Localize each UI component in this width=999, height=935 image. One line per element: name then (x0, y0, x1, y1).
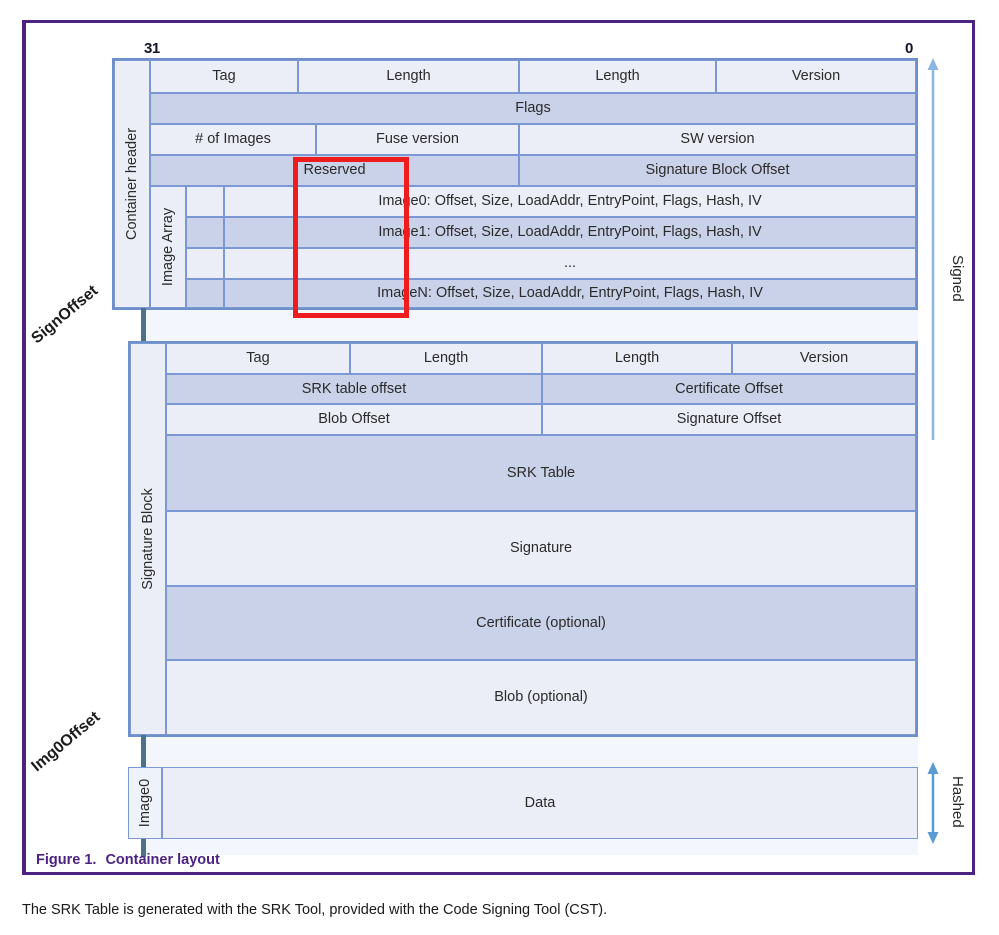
img0-offset-connector (141, 735, 146, 769)
sig-cell-tag: Tag (166, 343, 350, 374)
header-cell-tag: Tag (150, 60, 298, 93)
header-cell-signature-block-offset: Signature Block Offset (519, 155, 916, 186)
header-cell-sw-version: SW version (519, 124, 916, 155)
header-cell-num-images: # of Images (150, 124, 316, 155)
sig-cell-signature: Signature (166, 511, 916, 586)
image-array-side-label: Image Array (150, 186, 186, 308)
sig-cell-signature-offset: Signature Offset (542, 404, 916, 435)
image0-cell-data: Data (162, 767, 918, 839)
signature-block-side-label: Signature Block (130, 343, 166, 735)
header-cell-length-1: Length (298, 60, 519, 93)
signed-span-arrow (926, 58, 940, 440)
figure-caption-number: Figure 1. (36, 852, 97, 868)
sig-cell-srk-table-offset: SRK table offset (166, 374, 542, 404)
signed-span-label: Signed (949, 255, 966, 302)
hashed-span-label: Hashed (949, 776, 966, 828)
sign-offset-label: SignOffset (28, 282, 102, 348)
figure-caption: Figure 1. Container layout (36, 852, 220, 868)
header-cell-version: Version (716, 60, 916, 93)
sign-offset-connector (141, 308, 146, 342)
body-paragraph: The SRK Table is generated with the SRK … (22, 902, 608, 918)
image-array-gutter-1 (186, 217, 224, 248)
bit-label-lsb: 0 (905, 40, 913, 57)
figure-caption-title: Container layout (105, 852, 220, 868)
sig-cell-blob-offset: Blob Offset (166, 404, 542, 435)
header-cell-flags: Flags (150, 93, 916, 124)
sig-cell-certificate-offset: Certificate Offset (542, 374, 916, 404)
gap-band-bottom (143, 839, 918, 855)
header-cell-reserved: Reserved (150, 155, 519, 186)
sig-cell-blob: Blob (optional) (166, 660, 916, 735)
sig-cell-length-1: Length (350, 343, 542, 374)
image-array-row-0: Image0: Offset, Size, LoadAddr, EntryPoi… (224, 186, 916, 217)
gap-band-signature (143, 310, 918, 341)
image-array-gutter-3 (186, 279, 224, 308)
image-array-gutter-2 (186, 248, 224, 279)
bottom-connector (141, 839, 146, 857)
sig-cell-length-2: Length (542, 343, 732, 374)
image-array-row-n: ImageN: Offset, Size, LoadAddr, EntryPoi… (224, 279, 916, 308)
hashed-span-arrow (926, 762, 940, 844)
image-array-row-ellipsis: ... (224, 248, 916, 279)
sig-cell-certificate: Certificate (optional) (166, 586, 916, 660)
header-cell-fuse-version: Fuse version (316, 124, 519, 155)
img0-offset-label: Img0Offset (28, 708, 104, 776)
gap-band-image0 (143, 737, 918, 767)
sig-cell-version: Version (732, 343, 916, 374)
image0-side-label: Image0 (128, 767, 162, 839)
container-layout-diagram: 31 0 Container header Tag Length Length … (28, 40, 966, 857)
header-cell-length-2: Length (519, 60, 716, 93)
image-array-row-1: Image1: Offset, Size, LoadAddr, EntryPoi… (224, 217, 916, 248)
sig-cell-srk-table: SRK Table (166, 435, 916, 511)
bit-label-msb: 31 (144, 40, 160, 57)
image-array-gutter-0 (186, 186, 224, 217)
container-header-side-label: Container header (114, 60, 150, 308)
